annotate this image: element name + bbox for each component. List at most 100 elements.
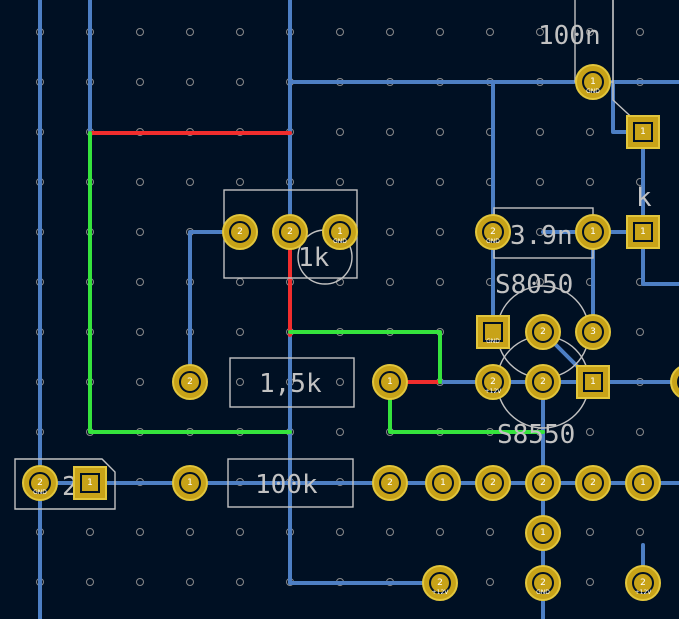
pad[interactable]: 1 <box>425 465 461 501</box>
pad[interactable]: 2 <box>525 314 561 350</box>
grid-dot <box>636 528 644 536</box>
grid-dot <box>336 378 344 386</box>
grid-dot <box>136 578 144 586</box>
pad[interactable]: 1 <box>73 466 107 500</box>
pad-net-label: GND <box>486 238 500 245</box>
pad-round <box>575 465 611 501</box>
pad-net-label: GND <box>586 88 600 95</box>
grid-dot <box>336 428 344 436</box>
grid-dot <box>186 28 194 36</box>
pad-drill <box>482 472 504 494</box>
pad[interactable]: 1 <box>172 465 208 501</box>
pad-drill <box>482 371 504 393</box>
pad-net-label: GND <box>33 489 47 496</box>
grid-dot <box>236 378 244 386</box>
grid-dot <box>586 178 594 186</box>
res-100k-outline <box>227 458 354 508</box>
pad-net-label: +12V <box>635 589 653 596</box>
pad-number: 2 <box>540 478 546 488</box>
pad[interactable]: 2+12V <box>422 565 458 601</box>
pad-net-label: +12V <box>485 388 503 395</box>
grid-dot <box>536 28 544 36</box>
pad[interactable]: 1 <box>626 115 660 149</box>
grid-dot <box>386 528 394 536</box>
pad-number: 1 <box>540 528 546 538</box>
pad[interactable]: 1 <box>575 214 611 250</box>
grid-dot <box>386 228 394 236</box>
pad-number: 2 <box>490 478 496 488</box>
grid-dot <box>436 278 444 286</box>
grid-dot <box>186 528 194 536</box>
pad-round <box>525 465 561 501</box>
pad-number: 2 <box>540 327 546 337</box>
pad[interactable] <box>670 365 679 399</box>
pad-net-label: GND <box>486 338 500 345</box>
grid-dot <box>136 228 144 236</box>
grid-dot <box>236 28 244 36</box>
pad[interactable]: 2 <box>222 214 258 250</box>
pad-round <box>670 366 679 398</box>
pad-drill <box>677 375 679 389</box>
grid-dot <box>186 578 194 586</box>
pad[interactable]: 1 <box>626 215 660 249</box>
pad[interactable]: 2 <box>525 364 561 400</box>
pad[interactable]: 2+12V <box>475 364 511 400</box>
grid-dot <box>536 178 544 186</box>
pad[interactable]: GND <box>476 315 510 349</box>
pad[interactable]: 1 <box>625 465 661 501</box>
label-transistor-s8050: S8050 <box>495 270 573 300</box>
pad-number: 1 <box>187 478 193 488</box>
pad-round <box>372 465 408 501</box>
pad-drill <box>379 472 401 494</box>
pad-drill <box>483 322 503 342</box>
grid-dot <box>136 28 144 36</box>
label-pot-1k: 1k <box>298 243 330 273</box>
label-res-100k: 100k <box>255 470 318 500</box>
label-res-1-5k: 1,5k <box>259 369 322 399</box>
grid-dot <box>386 278 394 286</box>
pad[interactable]: 2 <box>372 465 408 501</box>
pad-round <box>525 565 561 601</box>
pad[interactable]: 2 <box>172 364 208 400</box>
pad[interactable]: 1 <box>372 364 408 400</box>
pad[interactable]: 3 <box>575 314 611 350</box>
pad[interactable]: 2 <box>525 465 561 501</box>
pad[interactable]: 2 <box>575 465 611 501</box>
pad-drill <box>532 472 554 494</box>
pad[interactable]: 2 <box>272 214 308 250</box>
pad-round <box>422 565 458 601</box>
pad-round <box>272 214 308 250</box>
grid-dot <box>436 178 444 186</box>
pad-number: 2 <box>437 578 443 588</box>
pad-drill <box>582 472 604 494</box>
grid-dot <box>136 328 144 336</box>
grid-dot <box>436 128 444 136</box>
pad-drill <box>532 371 554 393</box>
pad-round <box>625 565 661 601</box>
pad-number: 2 <box>490 377 496 387</box>
pad-drill <box>632 572 654 594</box>
pad-number: 1 <box>387 377 393 387</box>
wire-blue <box>288 333 442 585</box>
grid-dot <box>186 78 194 86</box>
pad[interactable]: 1 <box>576 365 610 399</box>
pad-round <box>475 214 511 250</box>
pad-number: 2 <box>540 377 546 387</box>
pad[interactable]: 2+12V <box>625 565 661 601</box>
pad[interactable]: 1 <box>525 515 561 551</box>
res-1-5k-outline <box>229 357 355 408</box>
pad-number: 1 <box>640 127 646 137</box>
grid-dot <box>236 528 244 536</box>
pad-round <box>525 314 561 350</box>
pad-number: 1 <box>590 77 596 87</box>
grid-dot <box>86 578 94 586</box>
grid-dot <box>136 278 144 286</box>
pad[interactable]: 2 <box>475 465 511 501</box>
